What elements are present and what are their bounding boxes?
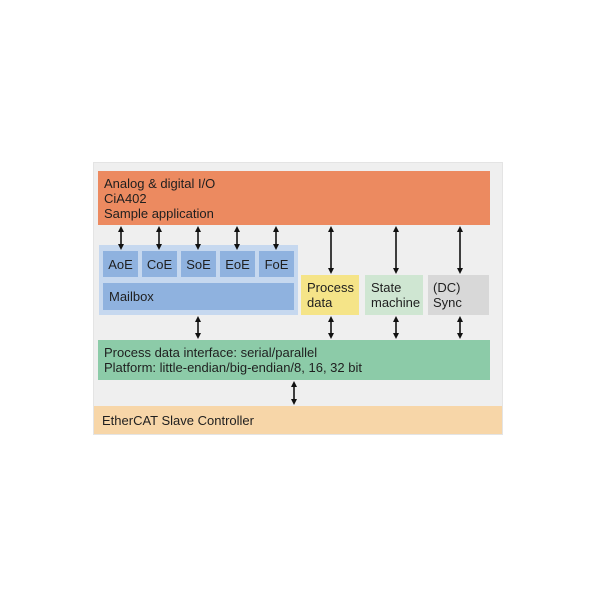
interface-line-1: Process data interface: serial/parallel	[104, 345, 318, 360]
protocol-eoe: EoE	[220, 251, 255, 277]
protocol-foe: FoE	[259, 251, 294, 277]
process-data-line-1: Process	[307, 280, 354, 295]
state-machine-block: State machine	[365, 275, 423, 315]
state-machine-line-2: machine	[371, 295, 421, 310]
protocol-coe: CoE	[142, 251, 177, 277]
protocol-soe: SoE	[181, 251, 216, 277]
slave-controller-block: EtherCAT Slave Controller	[94, 406, 502, 434]
process-data-line-2: data	[307, 295, 333, 310]
sync-line-1: (DC)	[433, 280, 461, 295]
state-machine-line-1: State	[371, 280, 402, 295]
application-line-cia402: CiA402	[104, 191, 147, 206]
application-line-io: Analog & digital I/O	[104, 176, 216, 191]
dc-sync-block: (DC) Sync	[428, 275, 489, 315]
interface-line-2: Platform: little-endian/big-endian/8, 16…	[104, 360, 362, 375]
process-data-block: Process data	[301, 275, 359, 315]
protocol-aoe: AoE	[103, 251, 138, 277]
process-data-interface-block: Process data interface: serial/parallel …	[98, 340, 490, 380]
application-layer-block: Analog & digital I/O CiA402 Sample appli…	[98, 171, 490, 225]
application-line-sample: Sample application	[104, 206, 214, 221]
mailbox-block: Mailbox	[103, 283, 294, 310]
sync-line-2: Sync	[433, 295, 462, 310]
